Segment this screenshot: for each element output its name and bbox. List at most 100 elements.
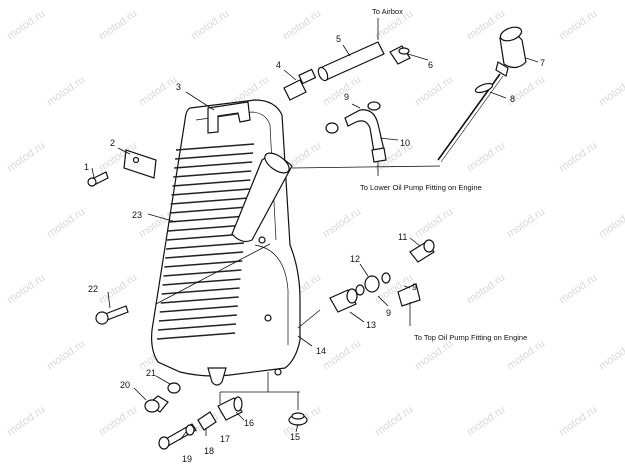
watermark-text: motod.ru	[97, 8, 139, 43]
tank-rib	[162, 278, 241, 286]
tank-rib	[166, 233, 246, 241]
watermark-text: motod.ru	[137, 74, 179, 109]
fitting-13	[329, 288, 358, 313]
callout-9c: 9	[386, 308, 391, 318]
watermark-text: motod.ru	[321, 338, 363, 373]
watermark-text: motod.ru	[597, 74, 625, 109]
note-to-top-pump: To Top Oil Pump Fitting on Engine	[414, 333, 527, 342]
note-to-lower-pump: To Lower Oil Pump Fitting on Engine	[360, 183, 482, 192]
watermark-text: motod.ru	[597, 206, 625, 241]
watermark-text: motod.ru	[413, 338, 455, 373]
watermark-text: motod.ru	[45, 206, 87, 241]
callout-9b: 9	[412, 282, 417, 292]
watermark-text: motod.ru	[281, 8, 323, 43]
tank-rib	[165, 251, 244, 259]
tank-rib	[157, 323, 237, 331]
spacer-17	[197, 411, 217, 431]
watermark-text: motod.ru	[413, 206, 455, 241]
oil-tank	[151, 99, 301, 386]
watermark-text: motod.ru	[597, 338, 625, 373]
tank-rib	[169, 206, 248, 214]
watermark-text: motod.ru	[5, 8, 47, 43]
watermark-text: motod.ru	[465, 272, 507, 307]
fitting-4	[283, 68, 317, 101]
callout-16: 16	[244, 418, 254, 428]
watermark-text: motod.ru	[45, 74, 87, 109]
callout-1: 1	[84, 162, 89, 172]
fitting-11	[409, 239, 435, 263]
callout-13: 13	[366, 320, 376, 330]
tank-rib	[164, 260, 243, 268]
callout-12: 12	[350, 254, 360, 264]
watermark-text: motod.ru	[5, 140, 47, 175]
fitting-6	[389, 45, 411, 65]
callout-21: 21	[146, 368, 156, 378]
watermark-text: motod.ru	[413, 74, 455, 109]
watermark-layer: motod.ru motod.ru motod.ru motod.ru motod.ru…	[5, 8, 625, 439]
watermark-text: motod.ru	[45, 338, 87, 373]
tank-rib	[157, 332, 236, 340]
bolt-20-washer-21	[144, 382, 181, 413]
dipstick	[437, 26, 527, 163]
watermark-text: motod.ru	[373, 404, 415, 439]
bolt-22	[95, 305, 129, 325]
tank-rib	[161, 287, 240, 295]
callout-19: 19	[182, 454, 192, 464]
callout-9a: 9	[344, 92, 349, 102]
tank-rib	[158, 314, 237, 322]
watermark-text: motod.ru	[505, 206, 547, 241]
callout-labels: 1 2 3 4 5 6 7 8 9 10 11 12 9 9 13 14 15 …	[84, 34, 545, 464]
watermark-text: motod.ru	[465, 404, 507, 439]
watermark-text: motod.ru	[557, 140, 599, 175]
watermark-text: motod.ru	[5, 404, 47, 439]
watermark-text: motod.ru	[557, 404, 599, 439]
watermark-text: motod.ru	[321, 206, 363, 241]
callout-7: 7	[540, 58, 545, 68]
callout-22: 22	[88, 284, 98, 294]
tank-rib	[174, 161, 253, 169]
bolt-19-washer-18	[158, 423, 197, 450]
tank-rib	[170, 197, 249, 205]
callout-2: 2	[110, 138, 115, 148]
fitting-12-washers	[355, 272, 421, 307]
watermark-text: motod.ru	[557, 8, 599, 43]
callout-20: 20	[120, 380, 130, 390]
tank-rib	[163, 269, 242, 277]
callout-10: 10	[400, 138, 410, 148]
watermark-text: motod.ru	[189, 8, 231, 43]
callout-23: 23	[132, 210, 142, 220]
watermark-text: motod.ru	[5, 272, 47, 307]
callout-8: 8	[510, 94, 515, 104]
tank-rib	[171, 188, 250, 196]
tank-rib	[172, 179, 251, 187]
screw-1-bracket-2	[87, 149, 157, 187]
callout-18: 18	[204, 446, 214, 456]
watermark-text: motod.ru	[97, 272, 139, 307]
watermark-text: motod.ru	[465, 140, 507, 175]
tank-rib	[168, 215, 247, 223]
callout-5: 5	[336, 34, 341, 44]
callout-3: 3	[176, 82, 181, 92]
note-to-airbox: To Airbox	[372, 7, 403, 16]
callout-6: 6	[428, 60, 433, 70]
tank-rib	[175, 143, 255, 151]
tank-rib	[160, 296, 239, 304]
bushing-16	[217, 396, 243, 421]
callout-4: 4	[276, 60, 281, 70]
watermark-text: motod.ru	[505, 338, 547, 373]
callout-15: 15	[290, 432, 300, 442]
tank-rib	[167, 224, 246, 232]
watermark-text: motod.ru	[557, 272, 599, 307]
callout-17: 17	[220, 434, 230, 444]
hose-airbox	[317, 41, 385, 82]
leader-lines	[91, 18, 539, 441]
tank-rib	[173, 170, 252, 178]
tank-rib	[159, 305, 238, 313]
tank-rib	[175, 152, 254, 160]
watermark-text: motod.ru	[97, 404, 139, 439]
callout-14: 14	[316, 346, 326, 356]
breather-hose	[325, 101, 387, 163]
tank-ribs	[157, 143, 255, 340]
